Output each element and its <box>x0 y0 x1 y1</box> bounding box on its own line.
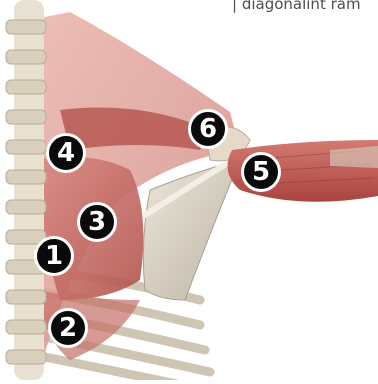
marker-4: 4 <box>46 133 86 173</box>
marker-1: 1 <box>34 236 74 276</box>
scapula-bone <box>143 160 240 300</box>
marker-2: 2 <box>48 308 88 348</box>
spine <box>6 0 46 380</box>
marker-6: 6 <box>188 109 228 149</box>
marker-5: 5 <box>241 152 281 192</box>
caption-text: | diagonalint ram <box>232 0 378 16</box>
marker-3: 3 <box>77 202 117 242</box>
